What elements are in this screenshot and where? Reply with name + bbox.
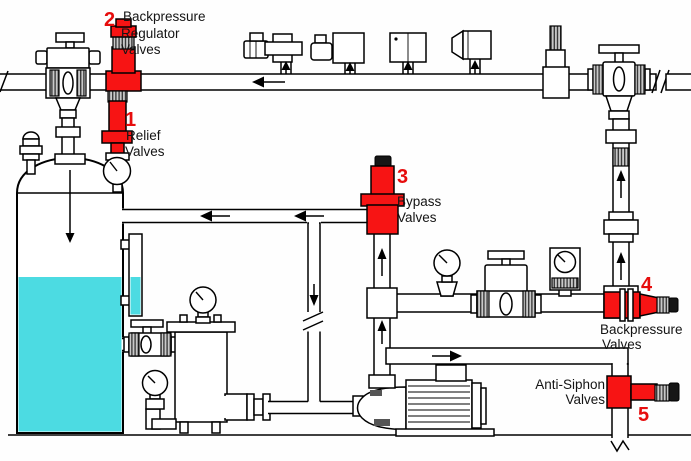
injection-quill — [542, 25, 570, 99]
bypass-return-pipe — [122, 208, 368, 224]
tee-fitting — [366, 287, 398, 319]
tank-level-arrow — [65, 170, 75, 243]
callout-bypass: 3 Bypass Valves — [397, 166, 442, 225]
callout-number-2: 2 — [104, 9, 115, 31]
strainer-top-gauge — [189, 286, 217, 324]
callout-label: Relief — [126, 128, 161, 143]
suction-union — [246, 393, 271, 421]
pipe-break — [651, 69, 661, 94]
callout-backpressure-regulator: 2 Backpressure Regulator Valves — [104, 9, 206, 57]
callout-number-5: 5 — [638, 404, 649, 426]
strainer-assembly — [122, 286, 364, 434]
riser-flow-arrows-up — [377, 248, 387, 344]
tank-pressure-gauge — [102, 156, 132, 193]
manifold-ball-valve — [470, 250, 542, 318]
pump-base — [395, 428, 495, 437]
pump-discharge-fitting — [368, 374, 396, 389]
callout-backpressure: 4 Backpressure Valves — [600, 274, 683, 352]
lower-line-flow-arrow-right — [432, 350, 462, 362]
right-riser-fittings — [603, 129, 639, 280]
suction-gauge-elbow — [141, 369, 177, 430]
ball-valve-top-right — [587, 44, 651, 120]
callout-number-3: 3 — [397, 166, 408, 188]
diaphragm-pressure-gauge — [433, 249, 461, 297]
storage-tank — [16, 156, 124, 434]
tank-liquid — [18, 277, 122, 432]
backpressure-valve — [603, 288, 679, 322]
three-way-ball-valve — [35, 32, 101, 165]
drop-pipe — [302, 221, 324, 403]
tank-vent-fitting — [19, 131, 43, 175]
callout-label: Regulator — [121, 26, 180, 41]
callout-label: Valves — [602, 337, 642, 352]
callout-label: Backpressure — [600, 322, 683, 337]
metering-pump — [352, 364, 495, 437]
backpressure-regulator-valve — [105, 18, 142, 92]
top-header-pipe — [0, 69, 691, 94]
strainer-inlet-ball-valve — [123, 319, 177, 357]
callout-label: Anti-Siphon — [535, 377, 605, 392]
callout-label: Valves — [565, 392, 605, 407]
callout-label: Valves — [397, 210, 437, 225]
sight-glass-liquid — [130, 277, 141, 315]
callout-relief: 1 Relief Valves — [125, 109, 165, 159]
pulsation-dampener-gauge — [549, 247, 581, 297]
metering-device-1 — [243, 32, 303, 74]
metering-device-2 — [310, 32, 365, 74]
pipe-break-bottom — [610, 439, 630, 453]
strainer-vessel — [174, 331, 228, 423]
callout-label: Valves — [121, 42, 161, 57]
bypass-valve — [360, 155, 405, 235]
relief-valve — [101, 90, 133, 193]
anti-siphon-valve — [606, 375, 680, 409]
header-flow-arrow-left — [252, 76, 285, 88]
callout-label: Backpressure — [123, 9, 206, 24]
drop-flow-arrow-down — [309, 284, 319, 306]
return-flow-arrow-left — [200, 210, 324, 222]
tank-sight-glass — [120, 233, 143, 317]
callout-number-1: 1 — [125, 109, 136, 131]
callout-anti-siphon: Anti-Siphon Valves 5 — [535, 377, 649, 426]
callout-label: Bypass — [397, 194, 442, 209]
metering-device-4 — [451, 29, 492, 74]
metering-device-3 — [389, 32, 427, 74]
pump-motor — [405, 379, 473, 431]
lower-discharge-pipe — [385, 347, 629, 365]
suction-pipe — [268, 398, 364, 415]
callout-label: Valves — [125, 144, 165, 159]
callout-number-4: 4 — [641, 274, 653, 296]
